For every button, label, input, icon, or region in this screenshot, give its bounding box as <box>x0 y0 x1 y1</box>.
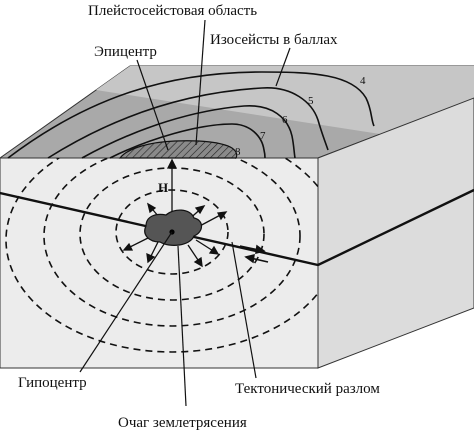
radiation-arrows <box>122 202 228 268</box>
earthquake-focus <box>144 209 203 246</box>
wave-front-4 <box>5 158 318 353</box>
isoseist-value-5: 5 <box>308 95 314 107</box>
isoseist-7 <box>109 123 266 159</box>
pleistoseist-area <box>118 140 238 159</box>
isoseist-4 <box>7 71 375 159</box>
isoseist-value-4: 4 <box>360 75 366 87</box>
wave-front-3 <box>43 158 301 327</box>
label-pleistoseist: Плейстосейстовая область <box>88 3 257 19</box>
leader-isoseists <box>275 47 291 87</box>
isoseist-5 <box>47 87 329 159</box>
block-top-back <box>96 66 474 134</box>
isoseist-6 <box>81 105 296 159</box>
fault-slip-arrows <box>239 244 269 264</box>
isoseist-value-6: 6 <box>282 114 288 126</box>
leader-hypocenter <box>79 231 173 373</box>
label-hypocenter: Гипоцентр <box>18 375 87 391</box>
label-epicenter: Эпицентр <box>94 44 157 60</box>
isoseist-value-8: 8 <box>235 146 241 158</box>
leader-fault <box>231 241 257 379</box>
leader-pleistoseist <box>195 19 206 146</box>
leader-lines <box>79 19 291 407</box>
fault-line <box>0 188 474 267</box>
block-side-face <box>317 97 474 369</box>
isoseist-value-7: 7 <box>260 130 266 142</box>
label-fault: Тектонический разлом <box>235 381 380 397</box>
depth-label: H <box>158 180 168 195</box>
leader-epicenter <box>136 59 169 151</box>
leader-focus <box>177 245 187 407</box>
isoseist-curves <box>7 71 375 159</box>
label-focus: Очаг землетрясения <box>118 415 247 431</box>
label-isoseists: Изосейсты в баллах <box>210 32 338 48</box>
